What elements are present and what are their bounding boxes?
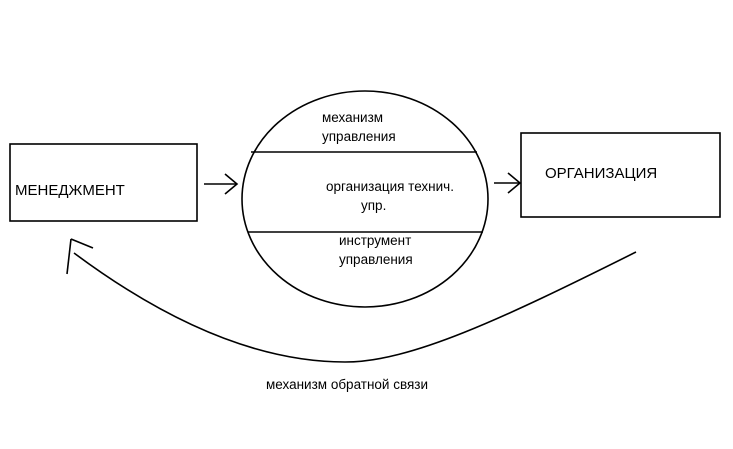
organization-box: [520, 132, 721, 218]
management-label: МЕНЕДЖМЕНТ: [15, 182, 125, 199]
tech-organization-label-line2: упр.: [361, 198, 386, 213]
mechanism-label-line2: управления: [322, 129, 396, 144]
feedback-arrowhead: [66, 238, 94, 275]
arrow-to-organization: [494, 172, 522, 194]
feedback-curve: [73, 251, 637, 363]
instrument-label-line2: управления: [339, 252, 413, 267]
management-box: [9, 143, 198, 222]
management-mechanism-circle: [241, 90, 489, 308]
organization-label: ОРГАНИЗАЦИЯ: [545, 165, 657, 182]
tech-organization-label-line1: организация технич.: [326, 179, 454, 194]
arrow-to-circle: [204, 173, 239, 195]
mechanism-label-line1: механизм: [322, 110, 383, 125]
instrument-label-line1: инструмент: [339, 233, 411, 248]
feedback-label: механизм обратной связи: [266, 377, 428, 392]
